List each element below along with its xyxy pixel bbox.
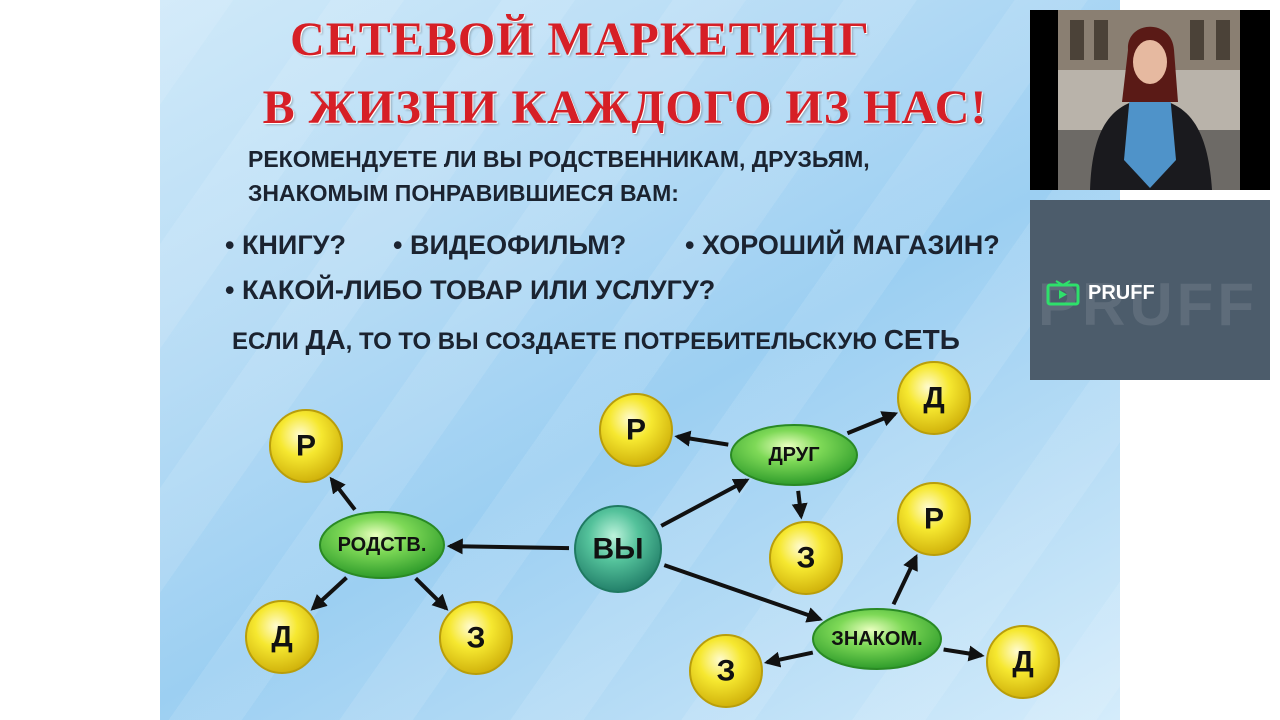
node-r1-shape: [269, 409, 343, 483]
node-d3-label: Д: [1012, 646, 1033, 679]
arrow-znakom-to-z3: [763, 650, 814, 668]
node-d2-shape: [897, 361, 971, 435]
channel-logo-panel: PRUFF PRUFF: [1030, 200, 1270, 380]
bullet-film: • ВИДЕОФИЛЬМ?: [393, 230, 627, 260]
arrow-drug-to-z2: [791, 490, 808, 520]
arrow-rodstv-to-z1: [414, 576, 449, 611]
conclusion-network: СЕТЬ: [883, 324, 960, 355]
conclusion-part1: ЕСЛИ: [232, 328, 306, 355]
conclusion-yes: ДА: [305, 324, 346, 355]
node-z1-shape: [439, 601, 513, 675]
arrow-drug-to-r2: [674, 430, 729, 447]
presentation-slide: СЕТЕВОЙ МАРКЕТИНГ В ЖИЗНИ КАЖДОГО ИЗ НАС…: [160, 0, 1120, 720]
node-r2: Р: [599, 393, 673, 467]
node-znakom-label: ЗНАКОМ.: [831, 628, 922, 650]
bullet-product: • КАКОЙ-ЛИБО ТОВАР ИЛИ УСЛУГУ?: [225, 275, 716, 305]
node-d2: Д: [897, 361, 971, 435]
arrow-rodstv-to-r1: [329, 476, 357, 511]
node-r3: Р: [897, 482, 971, 556]
node-d3-shape: [986, 625, 1060, 699]
node-drug-label: ДРУГ: [768, 444, 819, 466]
node-z1-label: З: [467, 622, 486, 655]
presenter-video: [1030, 10, 1270, 190]
node-rodstv-label: РОДСТВ.: [338, 534, 427, 556]
node-you-label: ВЫ: [592, 533, 643, 566]
arrow-you-to-znakom: [663, 563, 823, 623]
node-rodstv-shape: [319, 511, 445, 579]
node-z3-label: З: [717, 655, 736, 688]
node-d1-label: Д: [271, 621, 292, 654]
node-z1: З: [439, 601, 513, 675]
node-z3: З: [689, 634, 763, 708]
network-diagram: ВЫ РОДСТВ. ДРУГ ЗНАКОМ. Р Д З Р Д З Р З Д: [245, 361, 1060, 708]
arrow-znakom-to-d3: [943, 645, 985, 662]
arrow-drug-to-d2: [846, 411, 899, 436]
node-drug: ДРУГ: [730, 424, 858, 486]
node-d2-label: Д: [923, 382, 944, 415]
node-rodstv: РОДСТВ.: [319, 511, 445, 579]
presenter-video-icon: [1030, 10, 1270, 190]
logo-text: PRUFF: [1088, 282, 1155, 304]
node-you-shape: [574, 505, 662, 593]
slide-title-line2: В ЖИЗНИ КАЖДОГО ИЗ НАС!: [262, 81, 988, 134]
arrow-you-to-drug: [660, 478, 750, 528]
node-drug-shape: [730, 424, 858, 486]
node-r1-label: Р: [296, 430, 316, 463]
node-znakom-shape: [812, 608, 942, 670]
bullet-shop: • ХОРОШИЙ МАГАЗИН?: [685, 230, 1000, 260]
node-d3: Д: [986, 625, 1060, 699]
node-r2-label: Р: [626, 414, 646, 447]
question-line1: РЕКОМЕНДУЕТЕ ЛИ ВЫ РОДСТВЕННИКАМ, ДРУЗЬЯ…: [248, 146, 870, 172]
node-z2-shape: [769, 521, 843, 595]
conclusion-part3: , ТО ТО ВЫ СОЗДАЕТЕ ПОТРЕБИТЕЛЬСКУЮ: [345, 328, 884, 355]
arrow-you-to-rodstv: [446, 538, 570, 555]
tv-logo-icon: [1046, 280, 1080, 306]
node-r1: Р: [269, 409, 343, 483]
node-z3-shape: [689, 634, 763, 708]
node-znakom: ЗНАКОМ.: [812, 608, 942, 670]
bullet-book: • КНИГУ?: [225, 230, 346, 260]
conclusion-text: ЕСЛИ ДА, ТО ТО ВЫ СОЗДАЕТЕ ПОТРЕБИТЕЛЬСК…: [232, 324, 960, 356]
node-d1: Д: [245, 600, 319, 674]
node-you: ВЫ: [574, 505, 662, 593]
question-line2: ЗНАКОМЫМ ПОНРАВИВШИЕСЯ ВАМ:: [248, 180, 679, 206]
node-z2-label: З: [797, 542, 816, 575]
node-r3-label: Р: [924, 503, 944, 536]
node-z2: З: [769, 521, 843, 595]
slide-title-line1: СЕТЕВОЙ МАРКЕТИНГ: [290, 13, 870, 66]
node-r3-shape: [897, 482, 971, 556]
arrow-znakom-to-r3: [891, 554, 918, 606]
arrow-rodstv-to-d1: [310, 576, 348, 611]
node-r2-shape: [599, 393, 673, 467]
node-d1-shape: [245, 600, 319, 674]
